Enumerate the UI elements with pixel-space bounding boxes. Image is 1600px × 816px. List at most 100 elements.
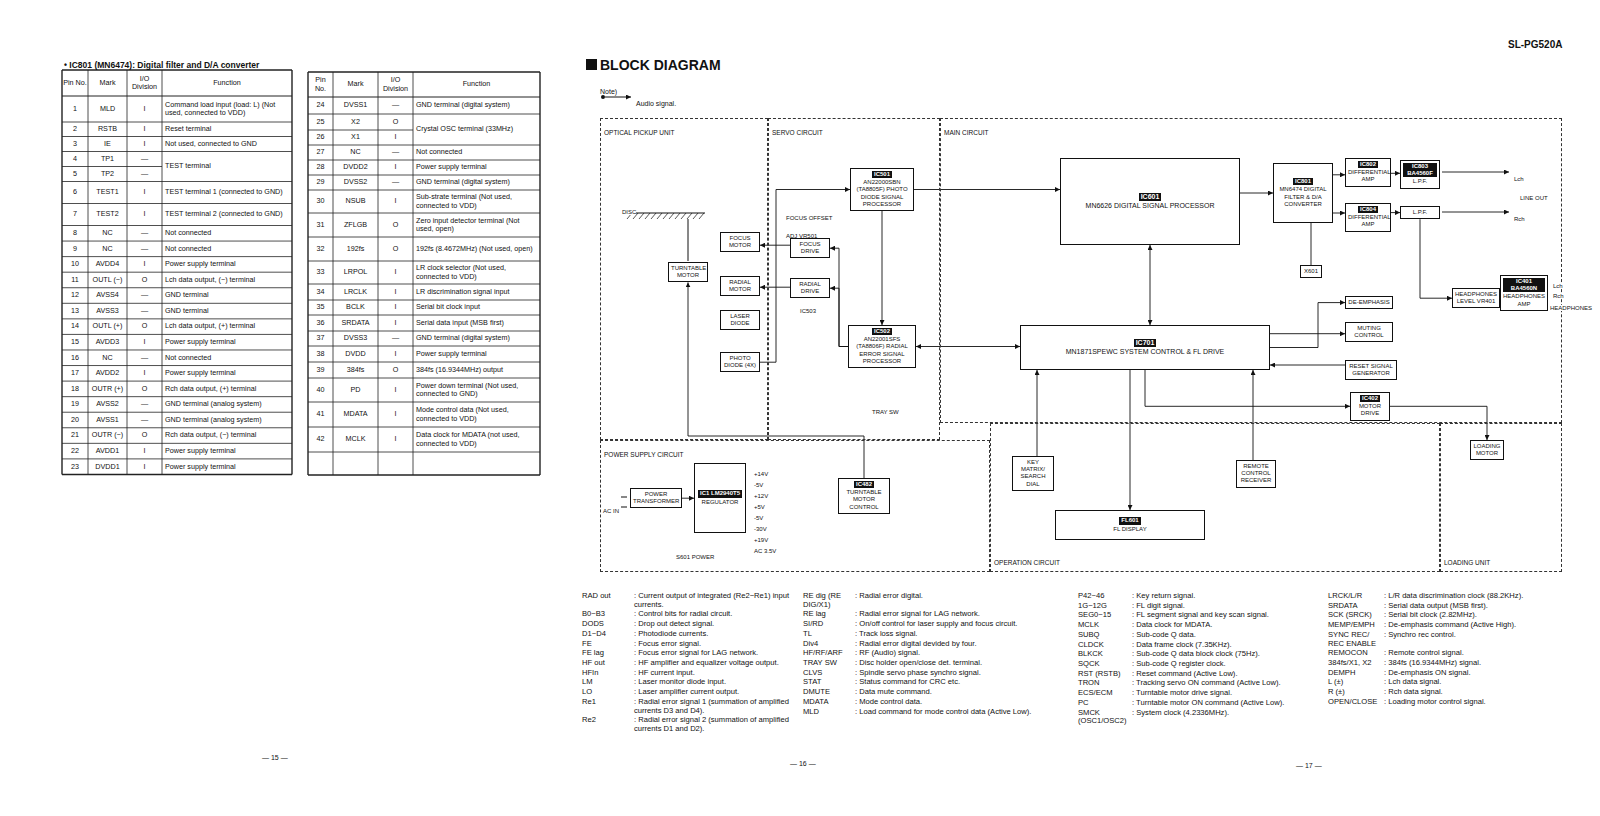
- label: Rch: [1514, 216, 1525, 222]
- table-cell: 26: [308, 130, 333, 145]
- label: STAT: [803, 678, 855, 687]
- abbreviation-cell: : Mode control data.: [855, 698, 1055, 708]
- label: TRAY SW: [872, 409, 899, 415]
- abbreviation-cell: : HF current input.: [634, 669, 794, 679]
- connector: [1333, 174, 1345, 175]
- label: : Laser amplifier current output.: [634, 688, 794, 697]
- label-box: — 15 —: [262, 746, 288, 764]
- region-title: OPERATION CIRCUIT: [994, 551, 1060, 569]
- label: : FL segment signal and key scan signal.: [1132, 611, 1320, 620]
- abbreviation-cell: CLDCK: [1078, 641, 1132, 651]
- table-rule: [62, 318, 162, 319]
- table-cell: Zero input detector terminal (Not used, …: [413, 213, 540, 237]
- label: : Radial error digital.: [855, 592, 1055, 601]
- table-cell: TEST terminal: [162, 152, 292, 182]
- region-title-text: POWER SUPPLY CIRCUIT: [604, 451, 684, 458]
- label: GND terminal: [165, 307, 209, 315]
- block-box: IC801MN6474 DIGITAL FILTER & D/A CONVERT…: [1273, 163, 1333, 223]
- abbreviation-row: MDATA: Mode control data.: [803, 698, 1055, 708]
- connector: [914, 189, 1060, 190]
- table-cell: O: [378, 362, 413, 378]
- connector: [830, 288, 848, 346]
- label: IE: [104, 140, 111, 148]
- table-cell: —: [127, 167, 162, 182]
- label: 20: [71, 416, 79, 424]
- table-rule: [162, 318, 292, 319]
- table-cell: I: [127, 334, 162, 350]
- table-cell: Reset terminal: [162, 122, 292, 137]
- label: Not connected: [165, 245, 211, 253]
- table-rule: [162, 181, 292, 182]
- label: : Focus error signal for LAG network.: [634, 649, 794, 658]
- table-cell: OUTR (+): [88, 381, 127, 397]
- abbreviation-column: RE dig (RE DIG/X1): Radial error digital…: [803, 592, 1055, 717]
- ic-number: IC402: [1360, 395, 1380, 402]
- table-rule: [62, 122, 162, 123]
- table-rule: [162, 334, 292, 335]
- label-box: — 17 —: [1296, 754, 1322, 772]
- table-cell: I: [127, 137, 162, 152]
- abbreviation-row: Re1: Radial error signal 1 (summation of…: [582, 698, 794, 716]
- table-rule: [62, 412, 162, 413]
- table-rule: [539, 72, 540, 475]
- abbreviation-cell: FE lag: [582, 649, 634, 659]
- label: IC503: [800, 308, 816, 314]
- abbreviation-cell: SQCK: [1078, 660, 1132, 670]
- abbreviation-row: MLD: Load command for mode control data …: [803, 708, 1055, 718]
- label: : Spindle servo phase synchro signal.: [855, 669, 1055, 678]
- table-cell: AVSS1: [88, 412, 127, 428]
- table-cell: Not connected: [162, 226, 292, 242]
- label: GND terminal (digital system): [416, 178, 510, 186]
- label: GND terminal (analog system): [165, 416, 262, 424]
- table-cell: NC: [333, 145, 378, 160]
- label: BLKCK: [1078, 650, 1132, 659]
- table-cell: DVSS1: [333, 97, 378, 114]
- abbreviation-row: TL: Track loss signal.: [803, 630, 1055, 640]
- diagram-title: BLOCK DIAGRAM: [600, 57, 721, 73]
- table-rule: [62, 474, 292, 475]
- label: LINE OUT: [1520, 195, 1548, 201]
- table-cell: TEST1: [88, 182, 127, 204]
- label: SQCK: [1078, 660, 1132, 669]
- label: CLVS: [803, 669, 855, 678]
- label: TRAY SW: [803, 659, 855, 668]
- label: : L/R data discrimination clock (88.2KHz…: [1384, 592, 1584, 601]
- label: RE dig (RE DIG/X1): [803, 592, 855, 609]
- label-box: SL-PG520A: [1508, 34, 1562, 52]
- abbreviation-cell: : Tracking servo ON command (Active Low)…: [1132, 679, 1320, 689]
- table-cell: I: [378, 315, 413, 331]
- label: X1: [351, 133, 360, 141]
- block-label: MN1871SPEWC SYSTEM CONTROL & FL DRIVE: [1066, 348, 1225, 356]
- table-rule: [308, 145, 413, 146]
- abbreviation-row: HF out: HF amplifier and equalizer volta…: [582, 659, 794, 669]
- label: 13: [71, 307, 79, 315]
- table-cell: —: [127, 288, 162, 304]
- table-cell: —: [127, 226, 162, 242]
- label: 33: [317, 268, 325, 276]
- table-cell: Pin No.: [308, 72, 333, 97]
- connector: [830, 248, 848, 346]
- table-cell: NC: [88, 241, 127, 257]
- label: : Radial error digital devided by four.: [855, 640, 1055, 649]
- abbreviation-cell: DODS: [582, 620, 634, 630]
- circuit-region: MAIN CIRCUITIC601MN6626 DIGITAL SIGNAL P…: [940, 118, 1562, 423]
- abbreviation-row: CLVS: Spindle servo phase synchro signal…: [803, 669, 1055, 679]
- label: 41: [317, 410, 325, 418]
- label: : 384fs (16.9344MHz) signal.: [1384, 659, 1584, 668]
- abbreviation-cell: : RF (Audio) signal.: [855, 649, 1055, 659]
- label: 42: [317, 435, 325, 443]
- table-rule: [308, 452, 413, 453]
- label: Command load input (load: L) (Not used, …: [165, 101, 289, 118]
- table-rule: [308, 402, 413, 403]
- label: I: [395, 133, 397, 141]
- abbreviation-cell: DMUTE: [803, 688, 855, 698]
- table-cell: OUTL (+): [88, 319, 127, 335]
- label: I: [395, 386, 397, 394]
- label: : Load command for mode control data (Ac…: [855, 708, 1055, 717]
- label: 17: [71, 369, 79, 377]
- label: RE lag: [803, 610, 855, 619]
- label: FE lag: [582, 649, 634, 658]
- table-rule: [62, 303, 162, 304]
- abbreviation-cell: : On/off control for laser supply and fo…: [855, 620, 1055, 630]
- label: Not connected: [165, 354, 211, 362]
